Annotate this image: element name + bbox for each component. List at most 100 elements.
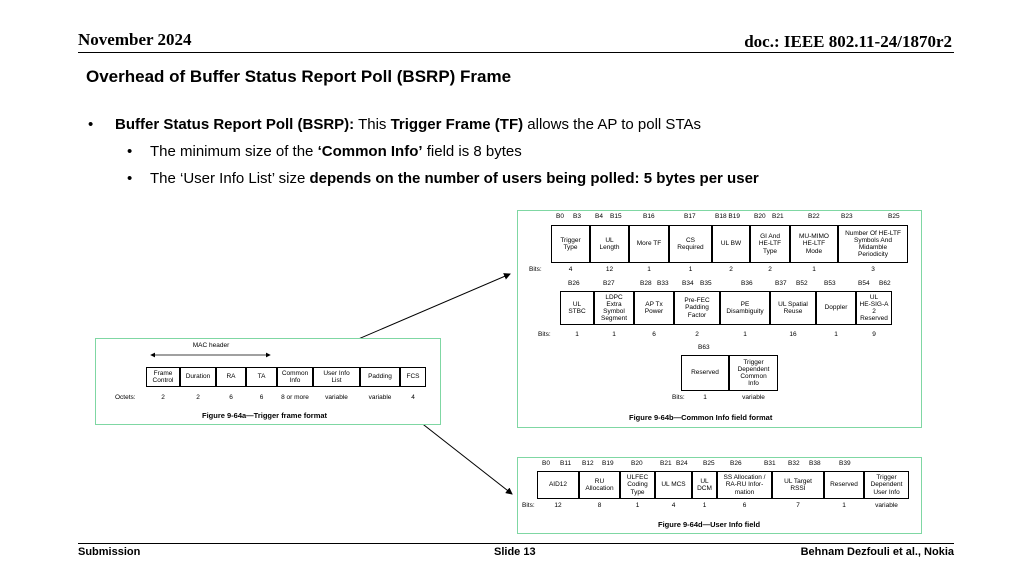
field-cell: RA [216, 367, 246, 387]
field-cell: UL BW [712, 225, 750, 263]
bits-value: 1 [612, 331, 616, 338]
field-cell: LDPC Extra Symbol Segment [594, 291, 634, 325]
field-cell: CS Required [669, 225, 712, 263]
figure-64a-caption: Figure 9-64a—Trigger frame format [202, 411, 328, 420]
bit-index: B23 [841, 213, 853, 220]
bit-index: B4 [595, 213, 603, 220]
bullet-1-bold-a: Buffer Status Report Poll (BSRP): [115, 116, 355, 133]
bullet-3-text-a: The ‘User Info List’ size [150, 170, 310, 187]
bit-index: B0 [556, 213, 564, 220]
bit-index: B17 [684, 213, 696, 220]
field-cell: More TF [629, 225, 669, 263]
field-cell: FCS [400, 367, 426, 387]
mac-header-arrow [150, 352, 271, 358]
bits-value: 2 [768, 266, 772, 273]
bit-index: B21 [660, 460, 672, 467]
bullet-1: Buffer Status Report Poll (BSRP): This T… [115, 116, 701, 133]
bullet-3-bold-a: depends on the number of users being pol… [309, 170, 759, 187]
field-cell: AP Tx Power [634, 291, 674, 325]
field-cell: UL STBC [560, 291, 594, 325]
field-cell: Pre-FEC Padding Factor [674, 291, 720, 325]
bits-value: 1 [702, 502, 707, 509]
bit-index: B21 [772, 213, 784, 220]
figure-64b-caption: Figure 9-64b—Common Info field format [629, 413, 773, 422]
bits-row-label-3: Bits: [672, 394, 685, 401]
field-cell: Reserved [824, 471, 864, 499]
field-cell: SS Allocation / RA-RU Infor- mation [717, 471, 772, 499]
field-cell: Trigger Type [551, 225, 590, 263]
bit-index: B32 [788, 460, 800, 467]
field-cell: Number Of HE-LTF Symbols And Midamble Pe… [838, 225, 908, 263]
field-cell: Reserved [681, 355, 729, 391]
bit-index: B34 [682, 280, 694, 287]
bits-value: 1 [575, 331, 579, 338]
field-cell: Common Info [277, 367, 313, 387]
bit-index: B37 [775, 280, 787, 287]
bits-row-label-1: Bits: [529, 266, 542, 273]
bullet-1-text-b: allows the AP to poll STAs [523, 116, 701, 133]
bits-value: 7 [796, 502, 800, 509]
bits-value: 1 [703, 394, 707, 401]
bits-value: 8 [597, 502, 602, 509]
field-cell: UL Target RSSI [772, 471, 824, 499]
bits-value: 2 [729, 266, 733, 273]
bit-index: B20 [631, 460, 643, 467]
bits-value: 9 [872, 331, 876, 338]
field-cell: Duration [180, 367, 216, 387]
bit-index: B11 [560, 460, 572, 467]
slide-title: Overhead of Buffer Status Report Poll (B… [86, 67, 512, 86]
bit-index: B24 [676, 460, 688, 467]
field-cell: Frame Control [146, 367, 180, 387]
octets-row-label: Octets: [115, 394, 136, 401]
bit-index: B16 [643, 213, 655, 220]
field-cell: MU-MIMO HE-LTF Mode [790, 225, 838, 263]
bit-index: B36 [741, 280, 753, 287]
field-cell: UL HE-SIG-A 2 Reserved [856, 291, 892, 325]
bits-value: 1 [688, 266, 693, 273]
bits-value: 8 or more [281, 394, 309, 401]
field-cell: TA [246, 367, 277, 387]
field-cell: Trigger Dependent User Info [864, 471, 909, 499]
bit-index: B26 [730, 460, 742, 467]
bits-value: variable [368, 394, 392, 401]
bullet-marker-2: • [127, 143, 133, 160]
field-cell: Trigger Dependent Common Info [729, 355, 778, 391]
bits-value: 2 [161, 394, 165, 401]
bits-value: 6 [229, 394, 233, 401]
bits-value: variable [875, 502, 898, 509]
bit-index: B54 [858, 280, 870, 287]
bits-value: 6 [259, 394, 264, 401]
bits-value: 12 [554, 502, 562, 509]
field-cell: UL MCS [655, 471, 692, 499]
bit-index: B62 [879, 280, 891, 287]
bits-value: 4 [411, 394, 415, 401]
field-cell: RU Allocation [579, 471, 620, 499]
bit-index: B0 [542, 460, 550, 467]
bits-row-label-2: Bits: [538, 331, 551, 338]
field-cell: Padding [360, 367, 400, 387]
field-cell: PE Disambiguity [720, 291, 770, 325]
bits-value: variable [742, 394, 765, 401]
bits-value: 1 [812, 266, 816, 273]
bits-value: 4 [671, 502, 676, 509]
bits-row-label-d: Bits: [522, 502, 535, 509]
bullet-1-text-a: This [354, 116, 391, 133]
bits-value: 1 [743, 331, 747, 338]
bullet-2-text-a: The minimum size of the [150, 143, 318, 160]
bullet-marker-1: • [88, 116, 94, 133]
bit-index: B22 [808, 213, 820, 220]
footer-submission: Submission [78, 546, 141, 558]
bullet-2: The minimum size of the ‘Common Info’ fi… [150, 143, 522, 160]
bullet-marker-3: • [127, 170, 133, 187]
bit-index: B18 B19 [715, 213, 740, 220]
bullet-2-text-b: field is 8 bytes [422, 143, 522, 160]
field-cell: UL Length [590, 225, 629, 263]
header-doc-id: doc.: IEEE 802.11-24/1870r2 [744, 32, 952, 51]
field-cell: AID12 [537, 471, 579, 499]
header-divider [78, 52, 954, 53]
bits-value: 4 [568, 266, 573, 273]
field-cell: ULFEC Coding Type [620, 471, 655, 499]
field-cell: GI And HE-LTF Type [750, 225, 790, 263]
